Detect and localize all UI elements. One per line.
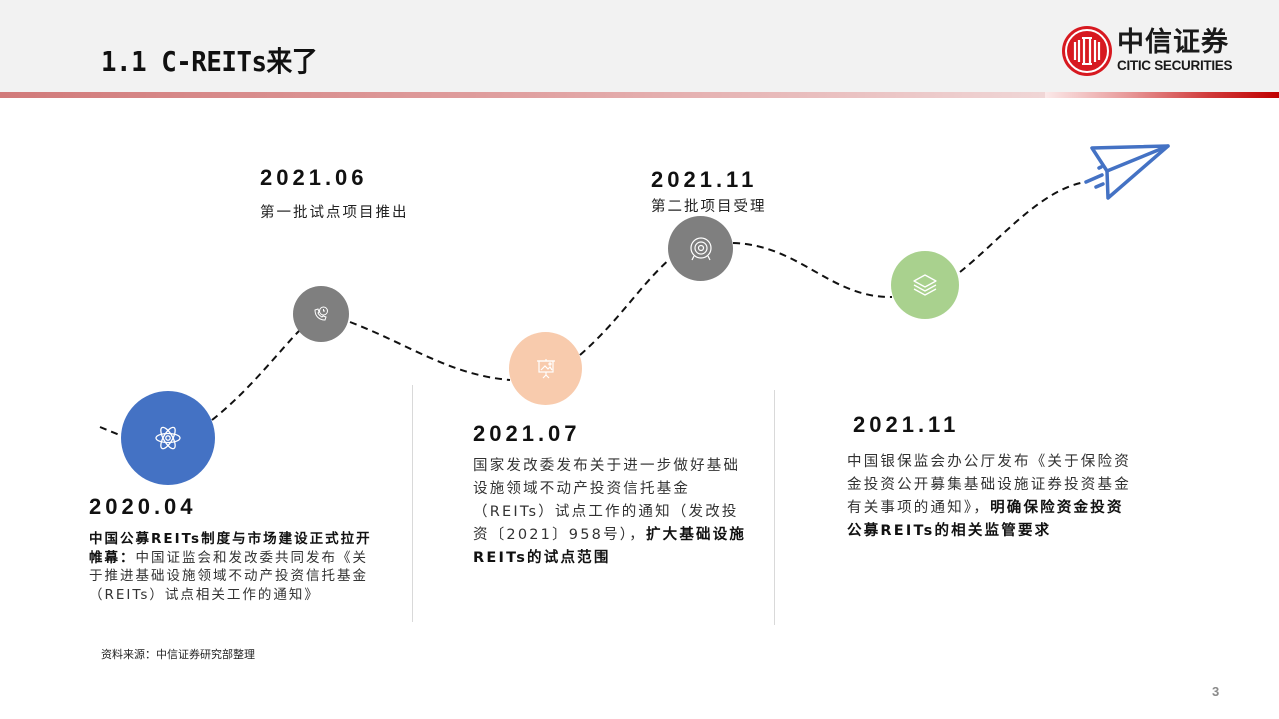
timeline-description-highlight: 扩大基础设施REITs的试点范围	[473, 527, 747, 566]
timeline-date: 2020.04	[89, 494, 197, 519]
slide-title: 1.1 C-REITs来了	[101, 45, 318, 78]
timeline-caption: 第二批项目受理	[651, 199, 767, 215]
layers-icon	[913, 274, 937, 296]
column-divider	[412, 385, 413, 622]
source-note: 资料来源：中信证券研究部整理	[101, 648, 255, 661]
timeline-description-text: 国家发改委发布关于进一步做好基础设施领域不动产投资信托基金（REITs）试点工作…	[473, 458, 741, 543]
timeline-node-2020-04	[121, 391, 215, 485]
timeline-description: 中国公募REITs制度与市场建设正式拉开帷幕：中国证监会和发改委共同发布《关于推…	[89, 530, 379, 604]
timeline-description-text: 中国银保监会办公厅发布《关于保险资金投资公开募集基础设施证券投资基金有关事项的通…	[847, 454, 1131, 516]
timeline-node-2021-07	[509, 332, 582, 405]
target-icon	[689, 236, 712, 260]
timeline-description-text: 中国证监会和发改委共同发布《关于推进基础设施领域不动产投资信托基金（REITs）…	[89, 549, 368, 603]
citic-logo: 中信证券 CITIC SECURITIES	[1062, 26, 1233, 76]
column-divider	[774, 390, 775, 625]
timeline-node-2021-11-a	[668, 216, 733, 281]
timeline-description-highlight: 中国公募REITs制度与市场建设正式拉开帷幕：	[89, 531, 372, 566]
timeline-date: 2021.11	[853, 412, 960, 437]
logo-english-name: CITIC SECURITIES	[1117, 58, 1233, 73]
timeline-date: 2021.06	[260, 165, 368, 190]
timeline-node-2021-06	[293, 286, 349, 342]
timeline-caption: 第一批试点项目推出	[260, 205, 409, 221]
logo-chinese-name: 中信证券	[1117, 27, 1229, 58]
header-accent-bar-right	[1045, 92, 1279, 98]
timeline-node-2021-11-b	[891, 251, 959, 319]
timeline-description: 国家发改委发布关于进一步做好基础设施领域不动产投资信托基金（REITs）试点工作…	[473, 455, 753, 570]
phone-clock-icon	[314, 306, 328, 321]
timeline-description-highlight: 明确保险资金投资公募REITs的相关监管要求	[847, 500, 1124, 539]
timeline-date: 2021.11	[651, 167, 758, 192]
presentation-board-icon	[536, 358, 555, 378]
timeline-date: 2021.07	[473, 421, 581, 446]
page-number: 3	[1212, 684, 1220, 699]
header-accent-bar	[0, 92, 1045, 98]
atom-icon	[155, 426, 181, 450]
citic-logo-mark-icon	[1062, 26, 1112, 76]
paper-plane-icon	[1084, 144, 1170, 200]
timeline-description: 中国银保监会办公厅发布《关于保险资金投资公开募集基础设施证券投资基金有关事项的通…	[847, 451, 1132, 543]
